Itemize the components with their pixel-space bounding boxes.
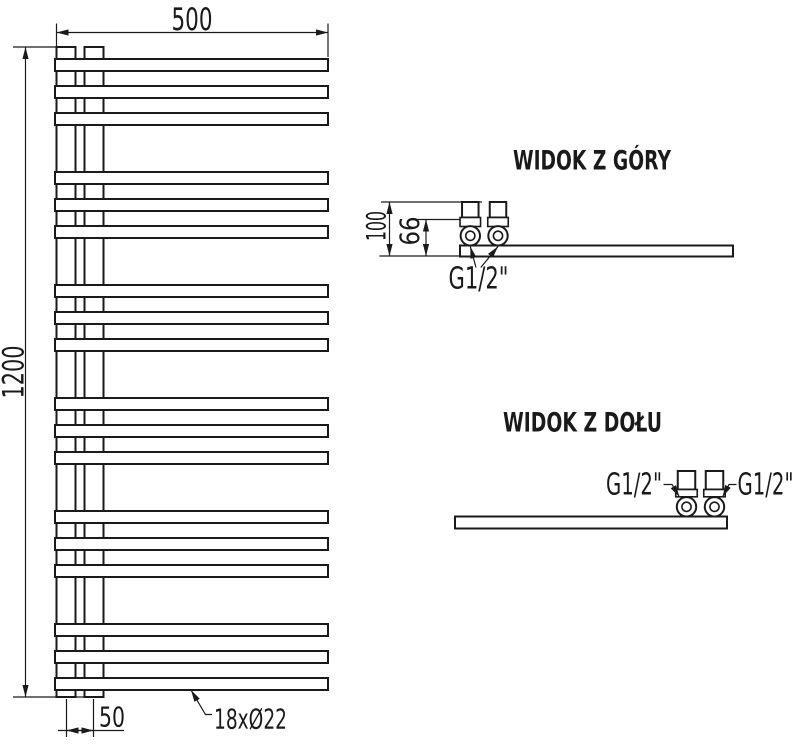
top-view-title: WIDOK Z GÓRY — [513, 145, 671, 177]
leader-line — [469, 246, 477, 268]
towel-bar — [54, 650, 329, 664]
towel-bar — [54, 424, 329, 438]
dimension-depth: 100 — [362, 201, 482, 257]
dimension-offset: 66 — [395, 217, 461, 256]
pipe-spacing-label: 50 — [99, 701, 125, 734]
bottom-view-valves — [674, 470, 727, 518]
valve-nut — [702, 488, 727, 498]
towel-bar — [54, 112, 329, 126]
towel-bar — [54, 85, 329, 99]
towel-bar — [54, 338, 329, 352]
towel-bar — [54, 198, 329, 212]
towel-bar — [54, 397, 329, 411]
valve-body — [676, 470, 697, 491]
depth-dim-label: 100 — [362, 211, 393, 241]
collector-tube-right — [83, 46, 105, 698]
dimension-height: 1200 — [0, 46, 90, 698]
height-dim-label: 1200 — [0, 346, 31, 399]
towel-bar — [54, 311, 329, 325]
towel-bar — [54, 284, 329, 298]
pipe-inner-circle — [681, 501, 692, 513]
towel-bar — [54, 451, 329, 465]
offset-dim-label: 66 — [395, 217, 426, 246]
thread-label-right: G1/2" — [738, 468, 794, 503]
towel-bar — [54, 58, 329, 72]
pipe-inner-circle — [492, 230, 504, 242]
bars-note-label: 18xØ22 — [214, 703, 287, 736]
pipe-inner-circle — [464, 230, 476, 242]
front-view: 500 1200 50 18xØ22 — [0, 2, 329, 737]
towel-bar — [54, 564, 329, 578]
thread-callout-right: G1/2" — [721, 468, 794, 503]
thread-callout-left: G1/2" — [606, 468, 681, 503]
leader-line — [190, 689, 212, 716]
width-dim-label: 500 — [172, 2, 213, 38]
thread-label-left: G1/2" — [606, 468, 662, 503]
dimension-pipe-spacing: 50 — [58, 699, 125, 737]
top-view: WIDOK Z GÓRY 100 66 G1/2" — [362, 145, 734, 297]
towel-bar — [54, 623, 329, 637]
valve-body — [461, 201, 480, 219]
bar-profile-top-view — [459, 244, 734, 258]
front-bars — [54, 58, 329, 691]
towel-bar — [54, 510, 329, 524]
towel-bar — [54, 225, 329, 239]
leader-line — [721, 483, 737, 498]
bar-profile-bottom-view — [454, 515, 728, 530]
collector-tube-left — [55, 46, 77, 698]
bottom-view-title: WIDOK Z DOŁU — [503, 408, 662, 439]
towel-bar — [54, 171, 329, 185]
bottom-view: WIDOK Z DOŁU G1/2" G1/2" — [454, 408, 794, 530]
valve-body — [488, 201, 508, 219]
bars-callout: 18xØ22 — [190, 689, 287, 736]
dimension-width: 500 — [55, 2, 329, 57]
towel-bar — [54, 677, 329, 691]
leader-line — [480, 246, 499, 268]
thread-callout-top-view: G1/2" — [449, 246, 509, 297]
pipe-inner-circle — [709, 501, 720, 513]
leader-line — [663, 483, 681, 498]
valve-body — [704, 470, 725, 491]
towel-bar — [54, 537, 329, 551]
top-view-valves — [459, 201, 510, 247]
thread-label: G1/2" — [449, 262, 509, 297]
